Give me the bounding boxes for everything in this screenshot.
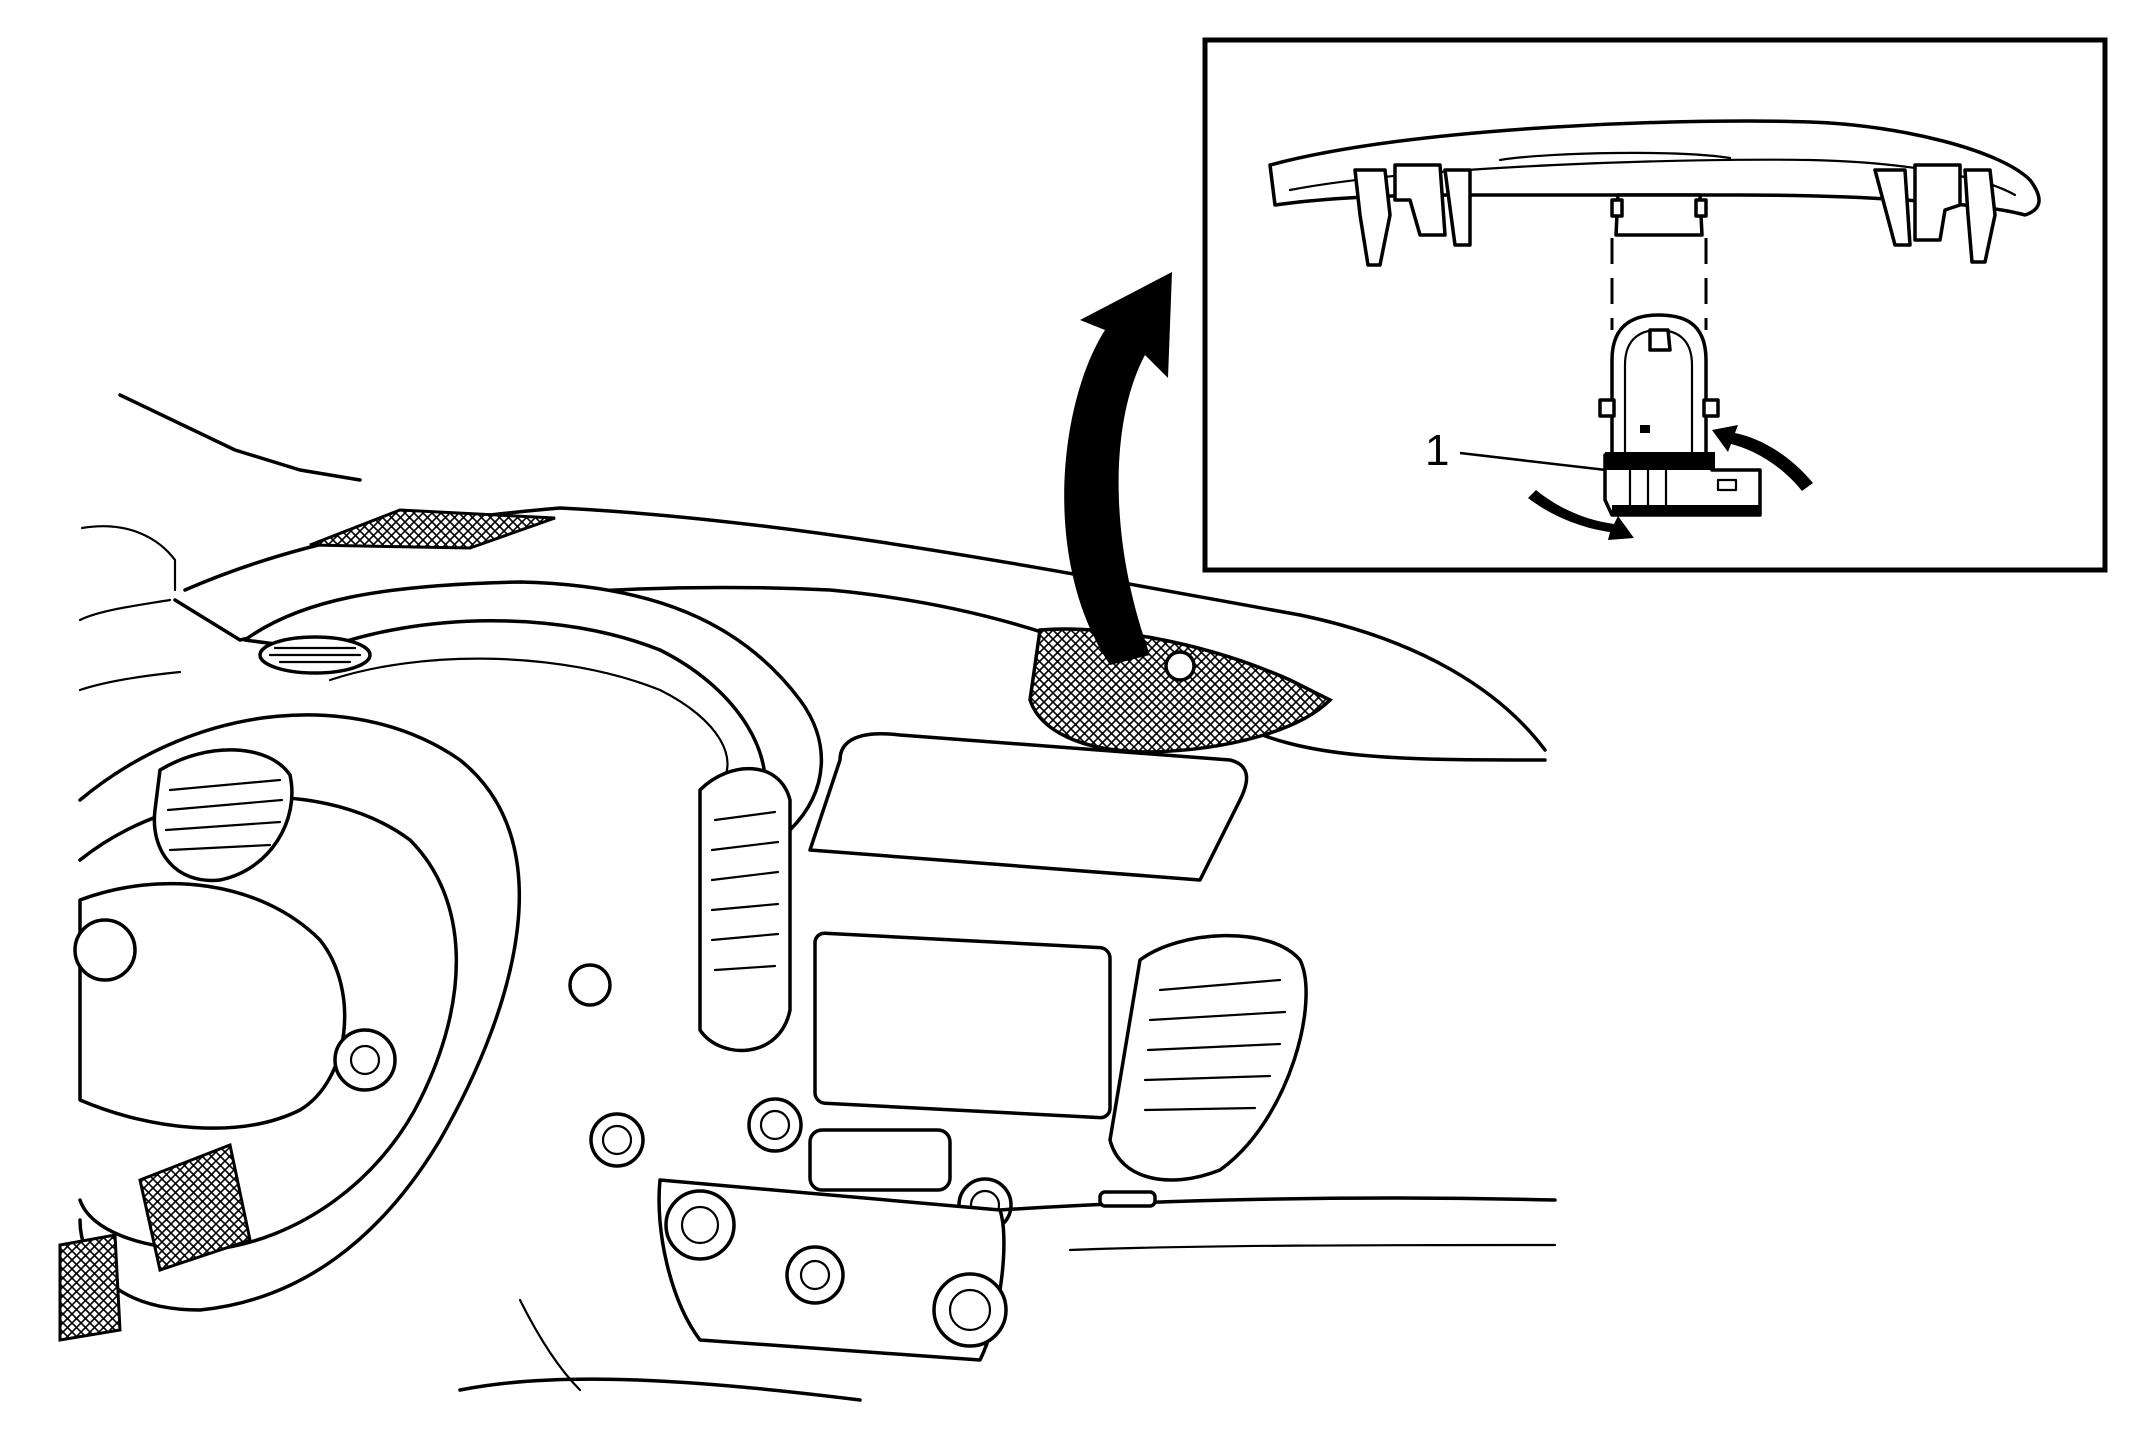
climate-knob-right	[932, 1272, 1008, 1348]
display-hood	[808, 732, 1249, 882]
vent-center-left-slats	[710, 810, 780, 972]
vent-driver-slats	[164, 778, 284, 852]
ignition-button	[568, 963, 612, 1007]
console-side	[518, 1298, 582, 1392]
door-trim-line	[78, 598, 172, 622]
lower-dash-edge	[458, 1377, 862, 1402]
mount-latch-left	[1610, 198, 1624, 218]
rotation-arrow-icon-2	[1528, 490, 1634, 540]
clip-right-outer	[1963, 168, 1997, 264]
sensor-tip	[1648, 328, 1672, 352]
clip-right-tab	[1873, 168, 1912, 247]
connector-ribs	[1628, 468, 1668, 507]
knob-volume-inner	[759, 1109, 791, 1141]
sensor-window	[1640, 425, 1650, 433]
steering-control-right-inner	[349, 1044, 381, 1076]
vent-center-right-slats	[1143, 978, 1287, 1112]
dashboard-view	[58, 393, 1557, 1402]
connector-latch	[1716, 478, 1738, 492]
glovebox-line	[1068, 1243, 1557, 1252]
instrument-cluster-hood	[243, 580, 824, 832]
knob-left-upper-inner	[601, 1124, 633, 1156]
callout-label-1: 1	[1425, 426, 1449, 475]
connector-base	[1612, 505, 1760, 515]
steering-control-right	[333, 1028, 397, 1092]
climate-knob-center	[785, 1245, 845, 1305]
door-trim-line-2	[78, 670, 182, 692]
climate-knob-right-inner	[948, 1288, 992, 1332]
knob-left-upper	[589, 1112, 645, 1168]
a-pillar	[80, 525, 177, 592]
callout-leader-1	[1459, 451, 1607, 472]
sensor-tab-left	[1598, 398, 1616, 418]
knee-panel-mesh	[138, 1142, 252, 1272]
radio-button-panel	[808, 1128, 952, 1192]
steering-control-left	[73, 918, 137, 982]
knob-volume	[747, 1097, 803, 1153]
climate-knob-left	[664, 1189, 736, 1261]
climate-knob-left-inner	[680, 1205, 720, 1245]
clip-left-tab	[1443, 168, 1472, 247]
sensor-body	[1610, 313, 1708, 477]
infotainment-screen	[813, 931, 1112, 1120]
detail-inset: 1	[1202, 37, 2108, 573]
grille-cover-center-line	[1498, 151, 1732, 162]
mount-latch-right	[1694, 198, 1708, 218]
connector-band	[1605, 452, 1715, 470]
curved-arrow-icon	[1064, 272, 1172, 665]
sensor-tab-right	[1702, 398, 1720, 418]
pedal-mesh	[58, 1233, 122, 1342]
sensor-mount	[1614, 193, 1704, 237]
clip-left-inner	[1393, 163, 1447, 237]
sensor-location	[1164, 650, 1196, 682]
climate-knob-center-inner	[799, 1259, 831, 1291]
center-speaker-grille	[1028, 627, 1333, 754]
clip-right-inner	[1913, 163, 1962, 242]
steering-wheel-rim	[78, 713, 522, 1312]
vent-left-outboard-slats	[268, 646, 362, 664]
cluster-lens	[328, 657, 729, 787]
vent-center-left	[698, 767, 792, 1053]
steering-wheel-hub	[78, 881, 347, 1130]
defrost-grille-left	[309, 508, 556, 550]
hazard-switch	[1098, 1190, 1157, 1208]
windshield-edge	[118, 393, 362, 482]
vent-center-right	[1108, 933, 1308, 1182]
vent-driver	[152, 748, 294, 883]
clip-left-outer	[1353, 168, 1392, 267]
glovebox-top-edge	[998, 1196, 1557, 1212]
rotation-arrow-icon	[1712, 425, 1813, 491]
